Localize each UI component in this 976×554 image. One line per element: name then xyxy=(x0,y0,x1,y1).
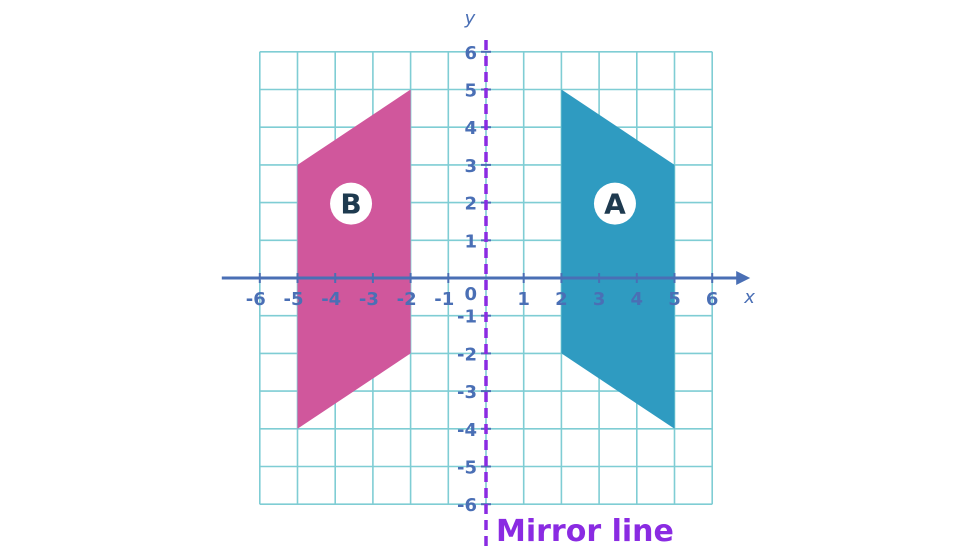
axes: x -6 -5 -4 -3 -2 -1 1 2 3 4 5 6 -6 -5 -4 -3 -2 -1 1 2 3 4 5 6 0 y xyxy=(221,8,755,516)
mirror-line-group: Mirror line xyxy=(484,40,674,549)
y-tick-label: 4 xyxy=(464,118,477,139)
y-tick-label: 1 xyxy=(464,231,477,252)
shape-label-circle-a xyxy=(593,182,636,225)
x-tick-label: 1 xyxy=(517,289,530,310)
y-tick-label: -4 xyxy=(457,420,477,441)
x-tick-label: -3 xyxy=(359,289,379,310)
y-tick-label: -2 xyxy=(457,344,477,365)
x-tick-label: -4 xyxy=(321,289,341,310)
origin-label: 0 xyxy=(464,284,477,305)
y-tick-label: 3 xyxy=(464,156,477,177)
x-tick-label: 4 xyxy=(631,289,644,310)
y-tick-label: -1 xyxy=(457,307,477,328)
y-tick-label: -6 xyxy=(457,495,477,516)
x-tick-label: -1 xyxy=(434,289,454,310)
shape-label-circle-b xyxy=(330,182,373,225)
shape-a xyxy=(561,89,675,429)
x-tick-label: 2 xyxy=(555,289,568,310)
x-tick-label: 3 xyxy=(593,289,606,310)
y-tick-label: -3 xyxy=(457,382,477,403)
x-axis-label: x xyxy=(743,287,755,308)
shape-label-b: B xyxy=(340,188,361,221)
x-tick-label: 5 xyxy=(668,289,681,310)
y-axis-label: y xyxy=(464,8,476,29)
x-tick-label: -2 xyxy=(397,289,417,310)
y-tick-label: 2 xyxy=(464,194,477,215)
shapes xyxy=(297,89,675,429)
labels: AB xyxy=(330,182,636,225)
y-tick-label: 6 xyxy=(464,43,477,64)
x-tick-label: -5 xyxy=(284,289,304,310)
x-tick-label: -6 xyxy=(246,289,266,310)
x-axis-arrow xyxy=(736,271,751,285)
y-tick-label: 5 xyxy=(464,81,477,102)
shape-label-a: A xyxy=(604,188,626,221)
mirror-line-label: Mirror line xyxy=(496,514,674,549)
shape-b xyxy=(297,89,411,429)
x-tick-label: 6 xyxy=(706,289,719,310)
y-tick-label: -5 xyxy=(457,458,477,479)
